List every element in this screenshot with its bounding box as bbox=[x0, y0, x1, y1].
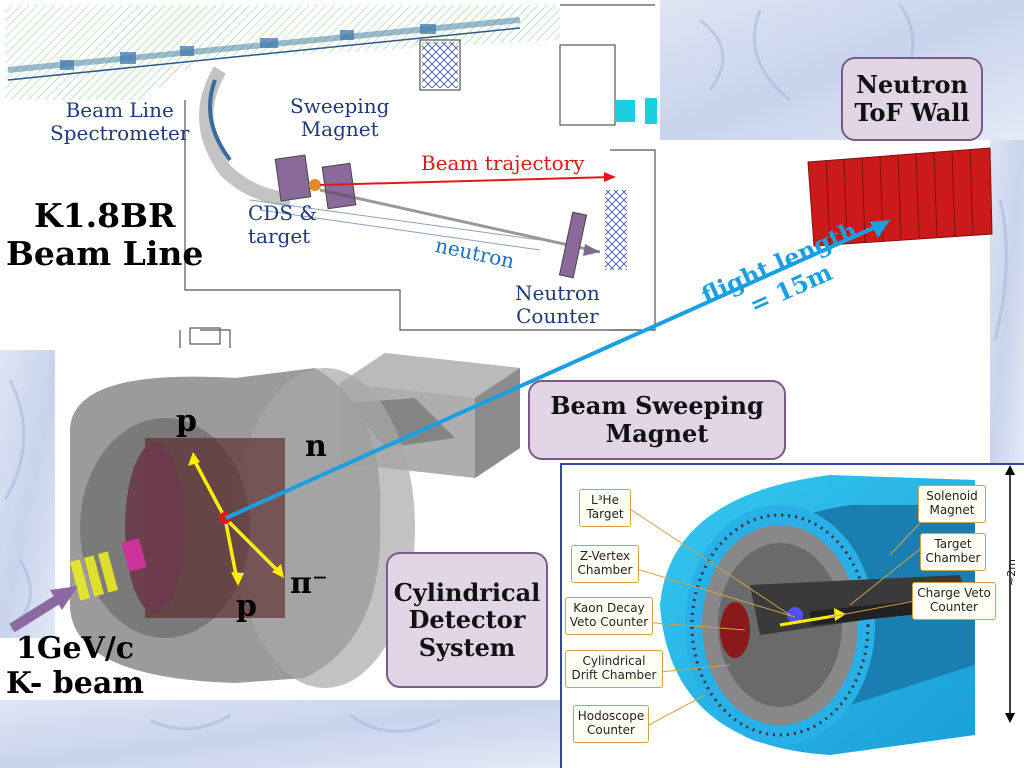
beam-sweeping-magnet-box: Beam Sweeping Magnet bbox=[528, 380, 786, 460]
particle-p-bottom: p bbox=[236, 589, 257, 624]
callout-cdc-line2: Drift Chamber bbox=[571, 668, 657, 682]
scale-bar bbox=[1005, 465, 1015, 723]
callout-solenoid-line1: Solenoid bbox=[926, 489, 978, 504]
callout-cveto-line1: Charge Veto bbox=[917, 586, 991, 601]
beam-line-spectrometer-line2: Spectrometer bbox=[50, 121, 190, 145]
callout-hodo-line1: Hodoscope bbox=[577, 709, 645, 724]
scale-2m-label: ~2m bbox=[1005, 559, 1018, 586]
neutron-tof-wall-box: Neutron ToF Wall bbox=[841, 57, 983, 141]
k-beam-line1: 1GeV/c bbox=[15, 631, 135, 666]
callout-l3he-line2: Target bbox=[586, 507, 624, 521]
sweeping-magnet-label: Sweeping Magnet bbox=[290, 95, 389, 141]
neutron-counter-line2: Counter bbox=[516, 304, 599, 328]
callout-zvertex-line2: Chamber bbox=[577, 563, 633, 577]
callout-cdc-line1: Cylindrical bbox=[582, 654, 646, 669]
beam-sweeping-magnet-line2: Magnet bbox=[605, 419, 709, 448]
beam-line-spectrometer-line1: Beam Line bbox=[65, 98, 174, 122]
cds-system-line3: System bbox=[418, 632, 516, 662]
cds-cutaway-drawing bbox=[630, 475, 975, 755]
k-beam-line2: K- beam bbox=[6, 665, 145, 701]
k18br-title-line2: Beam Line bbox=[6, 233, 204, 273]
sweeping-magnet-line1: Sweeping bbox=[290, 94, 390, 118]
cds-target-label: CDS & target bbox=[248, 202, 317, 248]
cds-system-line1: Cylindrical bbox=[393, 577, 541, 607]
neutron-counter-line1: Neutron bbox=[515, 281, 600, 305]
particle-n: n bbox=[305, 429, 327, 464]
cds-target-line2: target bbox=[248, 224, 311, 248]
cylindrical-detector-system-box: Cylindrical Detector System bbox=[386, 552, 548, 688]
beam-trajectory-label: Beam trajectory bbox=[421, 151, 585, 175]
callout-zvertex-line1: Z-Vertex bbox=[579, 549, 631, 564]
callout-cveto-line2: Counter bbox=[930, 600, 978, 614]
beam-line-spectrometer-label: Beam Line Spectrometer bbox=[50, 99, 189, 145]
callout-tchamber-line1: Target bbox=[934, 537, 972, 552]
callout-kaon-line1: Kaon Decay bbox=[573, 601, 645, 616]
k18br-title: K1.8BR Beam Line bbox=[6, 197, 203, 273]
k18br-title-line1: K1.8BR bbox=[33, 196, 176, 235]
callout-kaon-line2: Veto Counter bbox=[569, 615, 649, 629]
particle-p-top: p bbox=[176, 404, 197, 439]
callout-hodo-line2: Counter bbox=[587, 723, 635, 737]
particle-pi-minus: π⁻ bbox=[290, 566, 328, 601]
neutron-tof-wall-line2: ToF Wall bbox=[854, 98, 970, 127]
callout-solenoid-line2: Magnet bbox=[929, 503, 975, 517]
k-beam-label: 1GeV/c K- beam bbox=[6, 631, 145, 701]
sweeping-magnet-line2: Magnet bbox=[300, 117, 379, 141]
callout-l3he-line1: L³He bbox=[591, 493, 619, 508]
neutron-counter-label: Neutron Counter bbox=[515, 282, 600, 328]
beam-sweeping-magnet-line1: Beam Sweeping bbox=[550, 391, 764, 421]
neutron-tof-wall-line1: Neutron bbox=[856, 70, 968, 100]
cds-target-line1: CDS & bbox=[248, 201, 318, 225]
cds-system-line2: Detector bbox=[408, 605, 526, 635]
callout-tchamber-line2: Chamber bbox=[925, 551, 981, 565]
